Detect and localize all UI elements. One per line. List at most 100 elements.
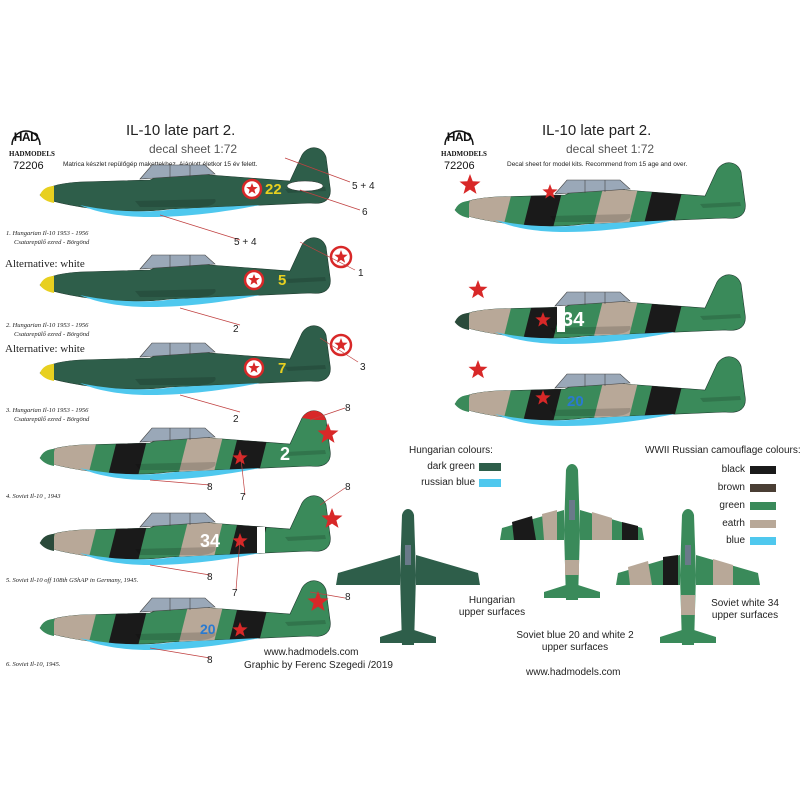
wing — [135, 289, 216, 297]
swatch-eatrh — [750, 520, 776, 528]
white-band — [557, 306, 565, 332]
callout-label: 8 — [207, 482, 213, 493]
logo-arc-icon — [444, 130, 474, 146]
camo-patch — [542, 510, 557, 540]
caption-line: Hungarian — [468, 595, 516, 606]
spinner — [455, 395, 469, 412]
leader-line — [149, 647, 211, 659]
logo-arc-icon — [11, 130, 41, 146]
aircraft-profile-right-1: 2 — [454, 162, 746, 232]
camo-patch — [663, 555, 678, 585]
callout-label: 2 — [233, 414, 239, 425]
spinner — [40, 364, 54, 381]
russian-colour-blue: blue — [726, 535, 745, 546]
tactical-number: 2 — [280, 444, 290, 464]
tailplane — [700, 314, 741, 320]
callout-label: 8 — [207, 572, 213, 583]
camo-patch — [628, 561, 652, 585]
leader-line — [299, 189, 361, 211]
brand-name: HADMODELS — [9, 150, 55, 158]
profile-3-caption-line-1: 3. Hungarian Il-10 1953 - 1956 — [6, 407, 89, 414]
red-star-icon — [535, 312, 551, 327]
profile-5-caption: 5. Soviet Il-10 off 108th GShAP in Germa… — [6, 577, 139, 584]
red-star-icon — [317, 423, 339, 443]
aircraft-profile-right-3: 20 — [454, 356, 746, 426]
caption-line: upper surfaces — [711, 610, 779, 621]
hungarian-colour-dark-green: dark green — [427, 461, 475, 472]
tactical-number: 34 — [562, 309, 585, 331]
top-view-hungarian — [336, 509, 480, 645]
caption-line: Soviet blue 20 and white 2 — [516, 630, 634, 641]
tailplane — [380, 630, 436, 643]
russian-colour-green: green — [719, 500, 745, 511]
spinner — [40, 534, 54, 551]
callout-label: 8 — [345, 482, 351, 493]
callout-label: 8 — [207, 655, 213, 666]
profile-1-caption-line-2: Csatarepülő ezred - Börgönd — [14, 239, 90, 246]
camo-patch — [512, 516, 536, 540]
belly — [495, 220, 675, 232]
hungarian-top-view-caption: Hungarian upper surfaces — [452, 595, 532, 619]
fuselage — [400, 509, 416, 645]
logo-text: HAD — [446, 130, 472, 144]
tailplane — [285, 365, 326, 371]
website-url-left[interactable]: www.hadmodels.com — [264, 647, 359, 658]
tactical-number: 20 — [567, 393, 584, 410]
leader-line — [179, 307, 241, 326]
red-star-icon — [248, 362, 260, 373]
leader-line — [239, 449, 246, 496]
red-star-icon — [459, 174, 481, 194]
sheet-note-right: Decal sheet for model kits. Recommend fr… — [507, 161, 688, 168]
profile-2-alternative: Alternative: white — [5, 258, 85, 270]
swatch-russian-blue — [479, 479, 501, 487]
callout-label: 3 — [360, 362, 366, 373]
soviet-center-top-view-caption: Soviet blue 20 and white 2 upper surface… — [510, 630, 640, 654]
hungarian-colours-heading: Hungarian colours: — [409, 445, 493, 456]
russian-colour-brown: brown — [717, 482, 745, 493]
bomb-icon — [286, 180, 324, 192]
tailplane — [285, 450, 326, 456]
aircraft-profile-3: 7 — [39, 325, 353, 395]
sheet-title: IL-10 late part 2. — [126, 122, 236, 139]
spinner — [40, 619, 54, 636]
website-url-right[interactable]: www.hadmodels.com — [526, 667, 621, 678]
aircraft-profile-2: 5 — [39, 237, 353, 307]
tailplane — [285, 620, 326, 626]
camo-patch — [681, 595, 695, 615]
aircraft-profile-right-2: 34 — [454, 274, 746, 344]
leader-line — [235, 539, 241, 591]
leader-line — [299, 241, 356, 271]
tailplane — [700, 396, 741, 402]
wing — [135, 199, 216, 207]
spinner — [455, 313, 469, 330]
red-star-icon — [248, 274, 260, 285]
top-view-soviet-right — [616, 509, 760, 645]
russian-colours-heading: WWII Russian camouflage colours: — [645, 445, 800, 456]
tailplane — [285, 535, 326, 541]
tailplane — [285, 277, 326, 283]
camo-patch — [592, 512, 612, 540]
tactical-number: 7 — [278, 360, 286, 377]
canopy — [569, 500, 575, 520]
wing — [135, 632, 216, 640]
top-view-soviet-center — [500, 464, 644, 600]
callout-label: 6 — [362, 207, 368, 218]
spinner — [40, 276, 54, 293]
swatch-dark-green — [479, 463, 501, 471]
callout-label: 5 + 4 — [234, 237, 257, 248]
leader-line — [309, 407, 346, 421]
tailplane — [544, 585, 600, 598]
callout-label: 2 — [233, 324, 239, 335]
wing — [550, 408, 631, 416]
fin-tip — [302, 410, 326, 420]
profile-3-caption-line-2: Csatarepülő ezred - Börgönd — [14, 416, 90, 423]
wing — [135, 547, 216, 555]
callout-label: 8 — [345, 592, 351, 603]
callout-label: 7 — [240, 492, 246, 503]
product-code-right: 72206 — [444, 160, 475, 172]
logo-text: HAD — [13, 130, 39, 144]
wings — [336, 555, 480, 585]
aircraft-profile-1: 22 — [39, 147, 331, 217]
sheet-subtitle-right: decal sheet 1:72 — [566, 142, 655, 156]
hungarian-colour-russian-blue: russian blue — [421, 477, 475, 488]
